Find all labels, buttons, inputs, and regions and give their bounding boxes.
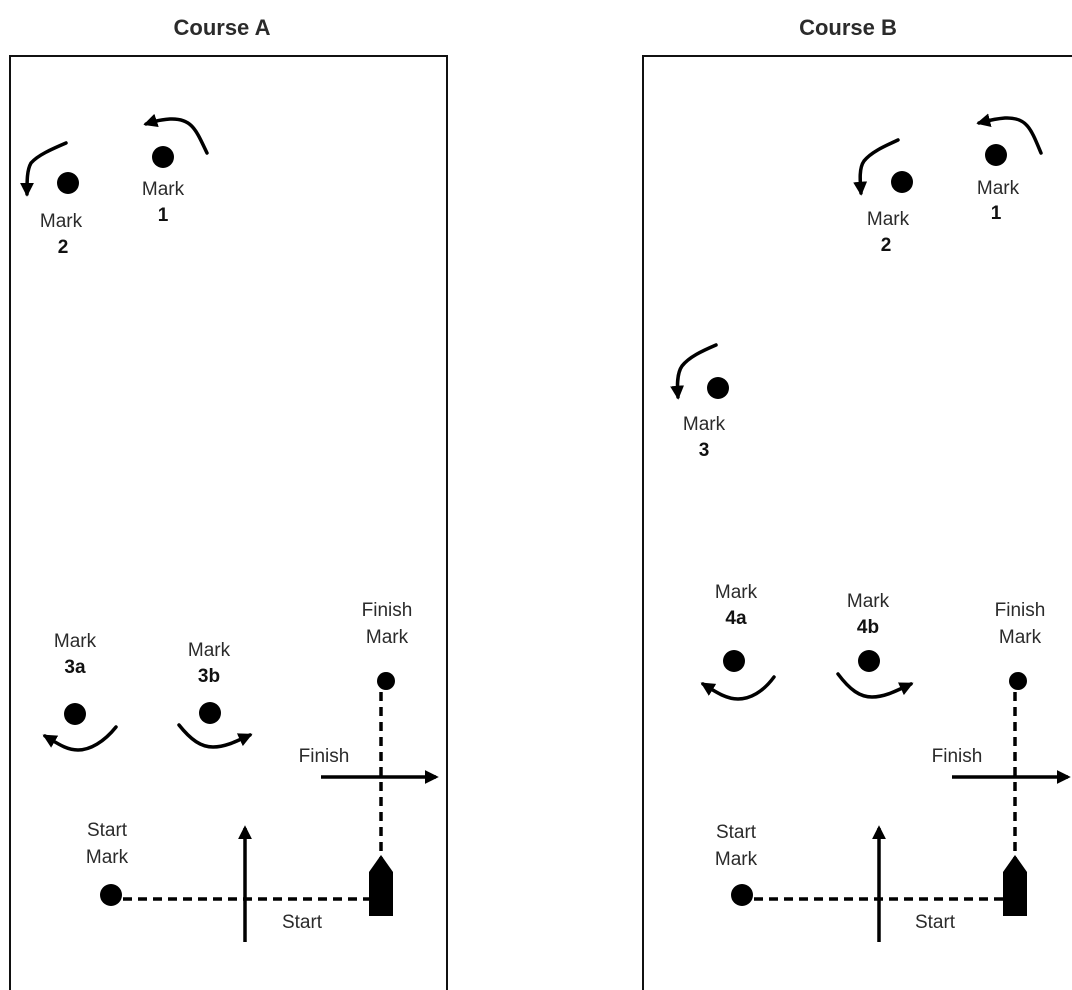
rounding-arrow-icon	[20, 141, 68, 197]
buoy-icon	[891, 171, 913, 193]
buoy-icon	[731, 884, 753, 906]
mark-number: 3b	[198, 666, 220, 687]
course-a-finish-mark: Finish Mark	[362, 600, 413, 862]
mark-number: 1	[158, 205, 169, 226]
buoy-icon	[64, 703, 86, 725]
course-a-title: Course A	[174, 15, 271, 40]
mark-number: 3a	[64, 657, 86, 678]
buoy-icon	[858, 650, 880, 672]
start-mark-label: Start	[87, 820, 128, 841]
mark-label: Mark	[847, 591, 890, 612]
rounding-arrow-icon	[670, 343, 718, 400]
buoy-icon	[152, 146, 174, 168]
buoy-icon	[723, 650, 745, 672]
mark-label: Mark	[54, 631, 97, 652]
mark-label: Mark	[188, 640, 231, 661]
rounding-arrow-icon	[853, 138, 900, 196]
mark-number: 3	[699, 440, 710, 461]
rounding-arrow-icon	[42, 725, 118, 752]
finish-mark-label: Mark	[366, 627, 409, 648]
course-b-title: Course B	[799, 15, 897, 40]
rounding-arrow-icon	[976, 113, 1043, 155]
finish-mark-label: Finish	[995, 600, 1046, 621]
course-b-start: Start Mark Start	[715, 822, 1027, 942]
course-b-finish-mark: Finish Mark	[995, 600, 1046, 862]
buoy-icon	[1009, 672, 1027, 690]
start-mark-label: Mark	[86, 847, 129, 868]
course-a-mark-3a: Mark 3a	[42, 631, 118, 752]
rounding-arrow-icon	[177, 723, 253, 749]
course-a-finish-direction: Finish	[299, 746, 439, 784]
buoy-icon	[199, 702, 221, 724]
mark-label: Mark	[40, 211, 83, 232]
course-a-start: Start Mark Start	[86, 820, 393, 942]
course-a: Course A Mark 1 Mark 2 Mark 3a Mark 3b	[9, 15, 448, 990]
mark-label: Mark	[683, 414, 726, 435]
buoy-icon	[985, 144, 1007, 166]
committee-boat-icon	[369, 855, 393, 916]
course-a-mark-3b: Mark 3b	[177, 640, 253, 749]
start-mark-label: Start	[716, 822, 757, 843]
course-b-mark-4b: Mark 4b	[836, 591, 914, 699]
course-a-mark-2: Mark 2	[20, 141, 83, 258]
course-b-mark-3: Mark 3	[670, 343, 729, 461]
mark-number: 2	[58, 237, 69, 258]
finish-label: Finish	[932, 746, 983, 767]
course-b-frame	[642, 55, 1072, 990]
start-label: Start	[282, 912, 323, 933]
buoy-icon	[100, 884, 122, 906]
course-b-mark-2: Mark 2	[853, 138, 913, 256]
mark-number: 1	[991, 203, 1002, 224]
course-b-mark-1: Mark 1	[976, 113, 1043, 224]
mark-label: Mark	[977, 178, 1020, 199]
start-label: Start	[915, 912, 956, 933]
mark-number: 4b	[857, 617, 879, 638]
finish-mark-label: Finish	[362, 600, 413, 621]
committee-boat-icon	[1003, 855, 1027, 916]
rounding-arrow-icon	[143, 113, 209, 155]
course-b-finish-direction: Finish	[932, 746, 1071, 784]
buoy-icon	[377, 672, 395, 690]
mark-label: Mark	[867, 209, 910, 230]
finish-label: Finish	[299, 746, 350, 767]
course-a-mark-1: Mark 1	[142, 113, 209, 226]
mark-label: Mark	[142, 179, 185, 200]
mark-number: 2	[881, 235, 892, 256]
buoy-icon	[57, 172, 79, 194]
rounding-arrow-icon	[700, 675, 776, 701]
start-mark-label: Mark	[715, 849, 758, 870]
course-a-frame	[9, 55, 448, 990]
finish-mark-label: Mark	[999, 627, 1042, 648]
rounding-arrow-icon	[836, 672, 914, 699]
buoy-icon	[707, 377, 729, 399]
mark-number: 4a	[725, 608, 747, 629]
course-b-mark-4a: Mark 4a	[700, 582, 776, 701]
mark-label: Mark	[715, 582, 758, 603]
course-b: Course B Mark 1 Mark 2 Mark 3 Mark 4a	[642, 15, 1072, 990]
